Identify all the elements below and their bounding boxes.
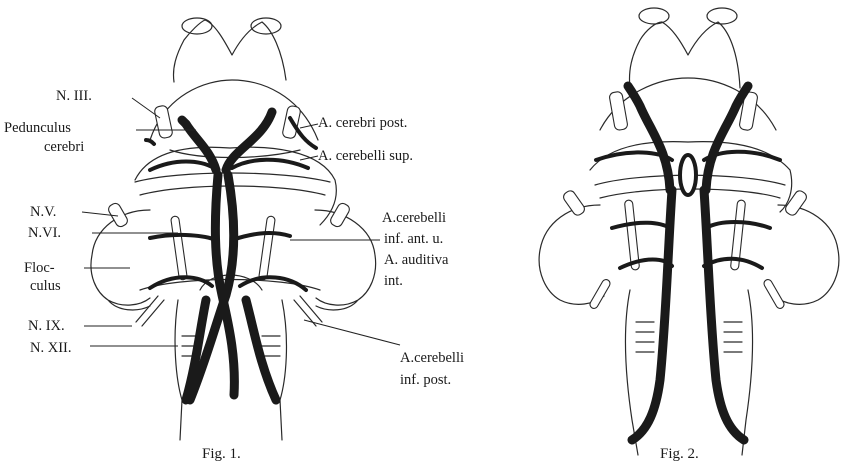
- nerve-9-left-2: [589, 278, 612, 310]
- label-n12: N. XII.: [30, 340, 71, 356]
- optic-chiasm-outline: [173, 20, 286, 82]
- label-pica-2: inf. post.: [400, 372, 451, 388]
- vertebral-right: [246, 300, 276, 400]
- nerve-5-right: [329, 202, 351, 229]
- label-n6: N.VI.: [28, 225, 61, 241]
- label-n3: N. III.: [56, 88, 92, 104]
- label-flocculus-1: Floc-: [24, 260, 55, 276]
- label-pica-1: A.cerebelli: [400, 350, 464, 366]
- nerve-12-rootlets-2: [636, 322, 742, 352]
- optic-nerve-left-2: [639, 8, 669, 24]
- label-pedunculus-2: cerebri: [44, 139, 84, 155]
- label-aica-4: int.: [384, 273, 403, 289]
- label-cerebelli-sup: A. cerebelli sup.: [318, 148, 413, 164]
- sca-left: [150, 162, 214, 171]
- sca-right: [232, 160, 308, 168]
- aica-left-2: [612, 223, 670, 228]
- caption-fig-1: Fig. 1.: [202, 446, 241, 462]
- posterior-cerebral-left-2: [628, 86, 670, 190]
- nerve-3-left: [154, 105, 173, 139]
- nerve-9-right-2: [763, 278, 786, 310]
- pca-branch-left: [146, 140, 154, 144]
- label-aica-3: A. auditiva: [384, 252, 449, 268]
- aica-left: [150, 235, 216, 240]
- leader-pica: [304, 320, 400, 345]
- label-pedunculus-1: Pedunculus: [4, 120, 71, 136]
- label-n5: N.V.: [30, 204, 56, 220]
- label-cerebri-post: A. cerebri post.: [318, 115, 407, 131]
- aica-right: [232, 233, 290, 240]
- nerve-6-right: [259, 216, 276, 280]
- posterior-cerebral-right-2: [706, 86, 748, 190]
- cerebellum-left-2: [539, 205, 604, 304]
- nerve-3-left-2: [609, 91, 628, 131]
- leader-pca: [300, 124, 318, 128]
- label-aica-1: A.cerebelli: [382, 210, 446, 226]
- pca-tip-left: [182, 120, 186, 124]
- label-aica-2: inf. ant. u.: [384, 231, 443, 247]
- cerebellum-right: [315, 210, 376, 310]
- nerve-5-left-2: [562, 189, 587, 217]
- cerebellum-right-2: [774, 205, 839, 304]
- figure-2-drawing: Fig. 2.: [539, 8, 839, 462]
- pica-right: [240, 277, 306, 290]
- label-flocculus-2: culus: [30, 278, 61, 294]
- caption-fig-2: Fig. 2.: [660, 446, 699, 462]
- optic-nerve-right-2: [707, 8, 737, 24]
- nerve-6-left: [171, 216, 188, 280]
- figure-1-drawing: N. III. Pedunculus cerebri N.V. N.VI. Fl…: [4, 18, 464, 462]
- basilar-island: [680, 155, 696, 195]
- label-n9: N. IX.: [28, 318, 65, 334]
